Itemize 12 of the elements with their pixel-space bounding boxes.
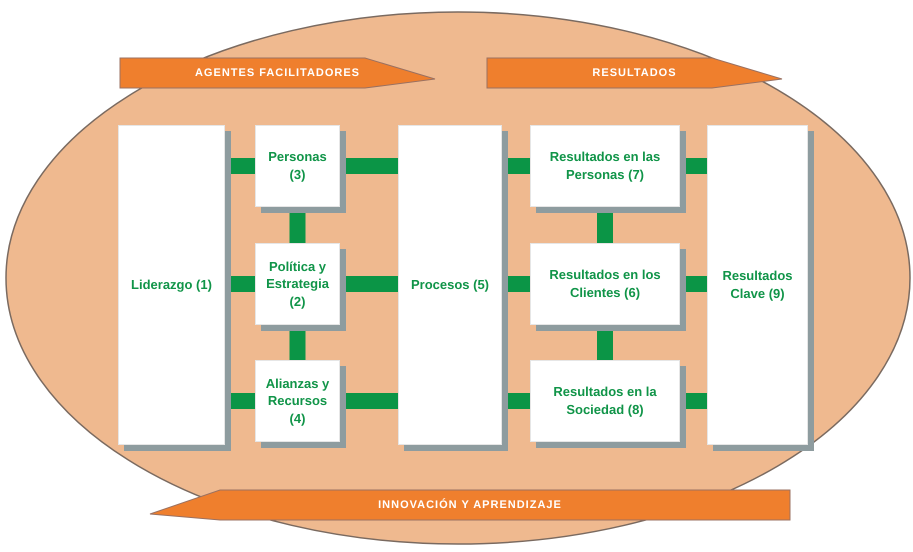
criterion-label: Política y Estrategia (2): [265, 258, 330, 310]
criterion-label: Personas (3): [267, 148, 328, 184]
criterion-label: Resultados en los Clientes (6): [548, 266, 662, 302]
banner-label: AGENTES FACILITADORES: [194, 66, 362, 80]
criterion-label: Alianzas y Recursos (4): [264, 374, 330, 428]
criterion-label: Resultados en las Personas (7): [548, 148, 662, 184]
banner-label: RESULTADOS: [591, 66, 678, 80]
criterion-label: Resultados en la Sociedad (8): [552, 383, 658, 419]
criterion-label: Resultados Clave (9): [721, 267, 794, 303]
banner-label: INNOVACIÓN Y APRENDIZAJE: [377, 498, 563, 512]
criterion-label: Liderazgo (1): [130, 276, 213, 294]
criterion-label: Procesos (5): [410, 276, 490, 294]
